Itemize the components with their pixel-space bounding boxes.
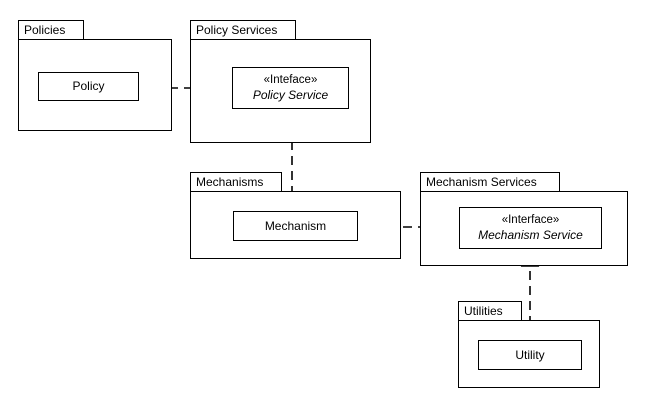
class-mechanism[interactable]: Mechanism — [233, 211, 358, 241]
interface-policy-service[interactable]: «Inteface» Policy Service — [232, 67, 349, 109]
class-policy-name: Policy — [72, 79, 105, 94]
interface-mechanism-service-name: Mechanism Service — [478, 227, 583, 242]
package-utilities-label: Utilities — [464, 304, 503, 318]
package-utilities-tab: Utilities — [458, 301, 522, 321]
package-mechanism-services-tab: Mechanism Services — [420, 172, 560, 192]
package-policy-services-label: Policy Services — [196, 23, 278, 37]
class-utility-name: Utility — [515, 347, 545, 362]
package-mechanism-services-label: Mechanism Services — [426, 175, 537, 189]
interface-policy-service-name: Policy Service — [252, 87, 329, 102]
class-utility[interactable]: Utility — [478, 340, 582, 370]
interface-policy-service-stereotype: «Inteface» — [263, 74, 318, 87]
package-policy-services-tab: Policy Services — [190, 20, 296, 40]
package-policies-label: Policies — [24, 23, 66, 37]
class-policy[interactable]: Policy — [38, 72, 139, 101]
package-mechanisms-label: Mechanisms — [196, 175, 264, 189]
class-mechanism-name: Mechanism — [264, 218, 327, 233]
package-mechanisms-tab: Mechanisms — [190, 172, 282, 192]
interface-mechanism-service-stereotype: «Interface» — [501, 214, 560, 227]
package-policies-tab: Policies — [18, 20, 84, 40]
interface-mechanism-service[interactable]: «Interface» Mechanism Service — [459, 207, 602, 249]
